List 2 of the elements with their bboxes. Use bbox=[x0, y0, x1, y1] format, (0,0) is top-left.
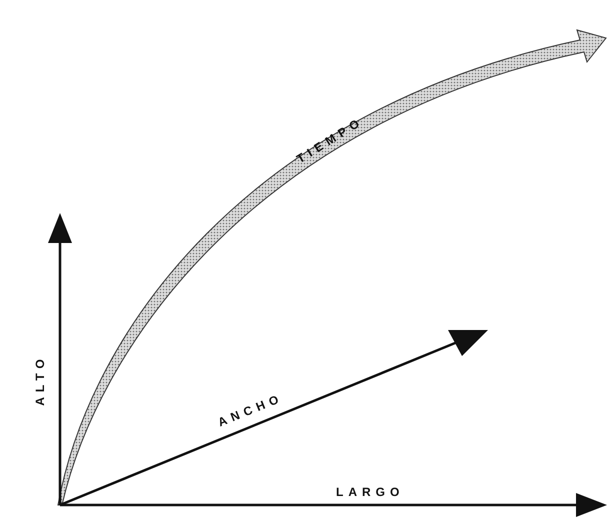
axis-label: LARGO bbox=[336, 485, 404, 499]
axis-label: ALTO bbox=[32, 354, 47, 406]
